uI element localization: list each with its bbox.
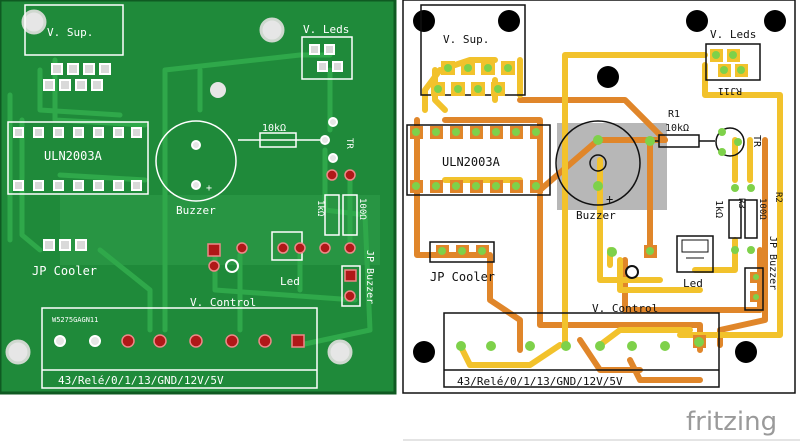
pcb-uln-outline [406, 124, 551, 196]
photo-label-buzzer: Buzzer [176, 204, 216, 217]
photo-label-uln: ULN2003A [44, 149, 103, 163]
photo-vsup-outline [24, 4, 124, 56]
photo-label-vleds: V. Leds [303, 23, 349, 36]
fritzing-logo: fritzing [686, 407, 777, 437]
photo-label-led: Led [280, 275, 300, 288]
pcb-module-outline [443, 312, 720, 388]
photo-mounting-holes [5, 9, 353, 365]
pcb-label-buzzer: Buzzer [576, 209, 616, 222]
photo-label-r10k: 10kΩ [262, 123, 286, 134]
photo-label-vcontrol: V. Control [190, 296, 256, 309]
pcb-label-r10k: 10kΩ [665, 123, 689, 134]
pcb-label-r100: 100Ω [757, 198, 767, 220]
photo-board: V. Sup. V. Leds ULN2003A 10kΩ TR Buzzer … [0, 0, 397, 395]
pcb-label-r3: R3 [736, 198, 746, 209]
pcb-buzzer-outline [555, 120, 641, 206]
pcb-label-vcontrol: V. Control [592, 302, 658, 315]
pcb-label-vsup: V. Sup. [443, 33, 489, 46]
photo-module-outline [41, 307, 318, 389]
pcb-label-plus: + [606, 192, 613, 206]
photo-label-jpbuzzer: JP Buzzer [364, 250, 375, 304]
photo-label-tr: TR [344, 138, 354, 149]
pcb-pads [410, 49, 761, 351]
photo-label-jpcooler: JP Cooler [32, 264, 97, 278]
photo-label-module: W5275GAGN11 [52, 316, 98, 324]
pcb-label-pins: 43/Relé/0/1/13/GND/12V/5V [457, 375, 623, 388]
photo-label-r1k: 1kΩ [315, 200, 325, 217]
photo-uln-outline [7, 121, 149, 195]
photo-buzzer-outline [155, 120, 237, 202]
pcb-label-vleds: V. Leds [710, 28, 756, 41]
pcb-label-jpbuzzer: JP Buzzer [767, 236, 778, 290]
pcb-view: V. Sup. V. Leds RJ11 ULN2003A R1 10kΩ TR… [402, 0, 796, 394]
pcb-label-r1k: 1kΩ [713, 200, 724, 218]
pcb-vleds-outline [705, 43, 761, 81]
pcb-mounting-holes [413, 10, 786, 363]
pcb-label-led: Led [683, 277, 703, 290]
pcb-label-jpcooler: JP Cooler [430, 270, 495, 284]
photo-label-vsup: V. Sup. [47, 26, 93, 39]
photo-label-pins: 43/Relé/0/1/13/GND/12V/5V [58, 374, 224, 387]
photo-label-plus: + [206, 183, 212, 194]
pcb-label-rj11: RJ11 [718, 85, 742, 96]
pcb-label-tr: TR [751, 135, 762, 148]
pcb-label-r2: R2 [773, 192, 783, 203]
pcb-label-r1: R1 [668, 109, 680, 120]
pcb-label-uln: ULN2003A [442, 155, 501, 169]
photo-pads [13, 44, 357, 348]
photo-label-r100: 100Ω [357, 198, 367, 220]
